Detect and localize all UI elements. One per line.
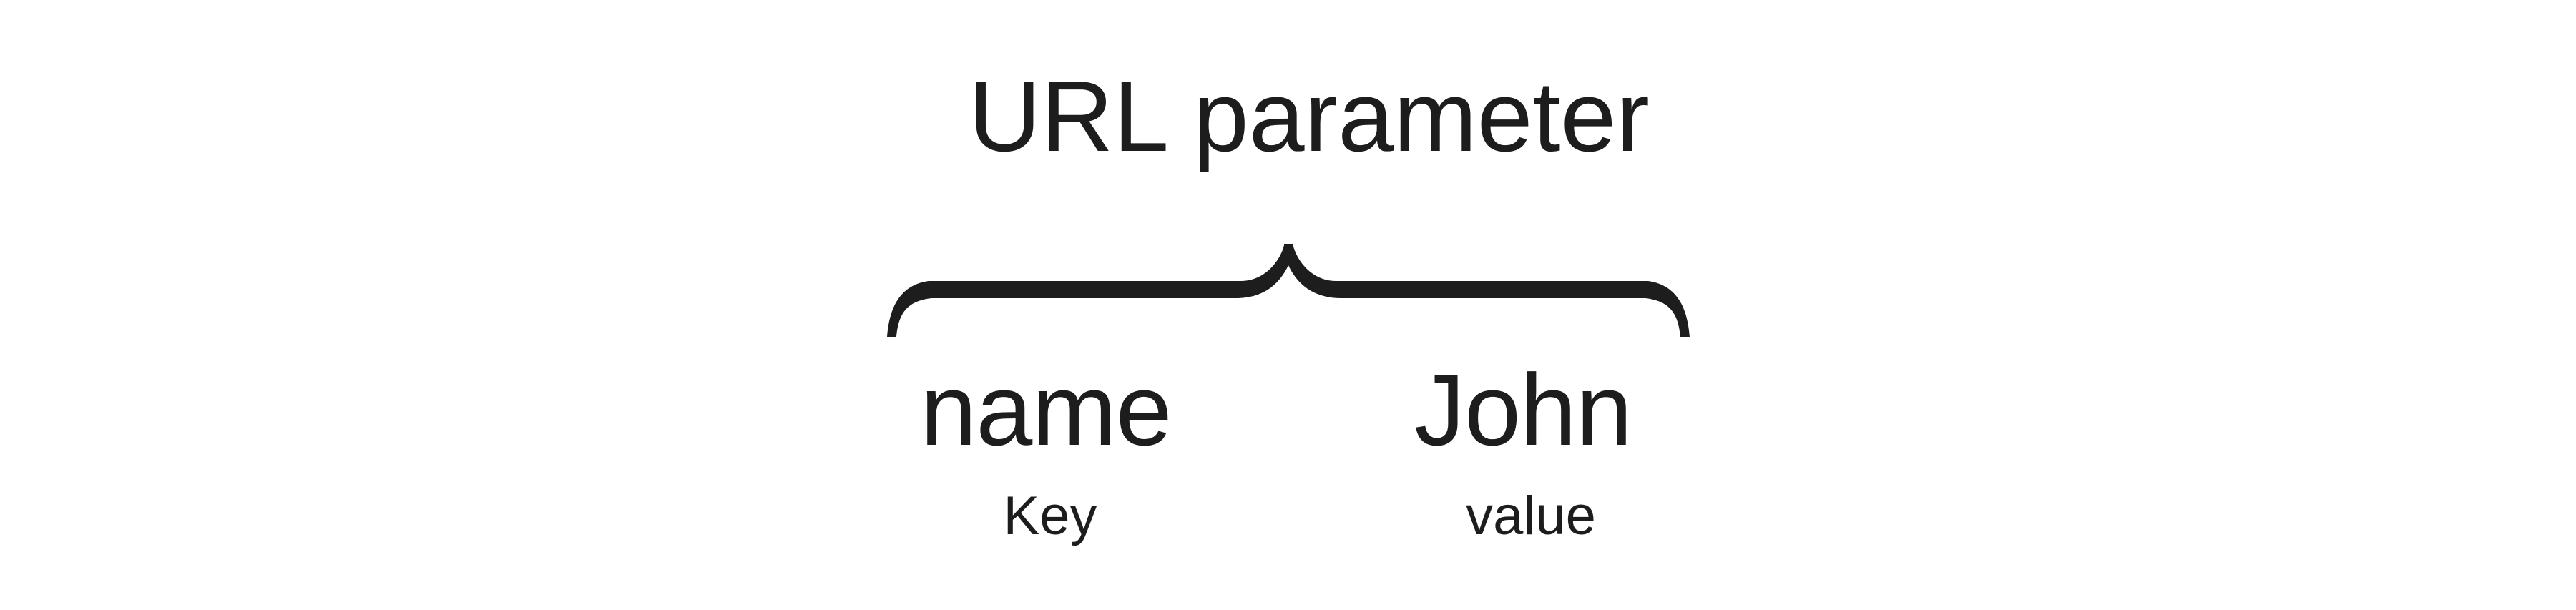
param-key-text: name: [920, 353, 1172, 467]
diagram-title: URL parameter: [969, 60, 1650, 172]
param-value-text: John: [1414, 353, 1632, 467]
value-caption: value: [1466, 486, 1596, 546]
key-caption: Key: [1003, 486, 1097, 546]
curly-brace-icon: [887, 244, 1690, 337]
